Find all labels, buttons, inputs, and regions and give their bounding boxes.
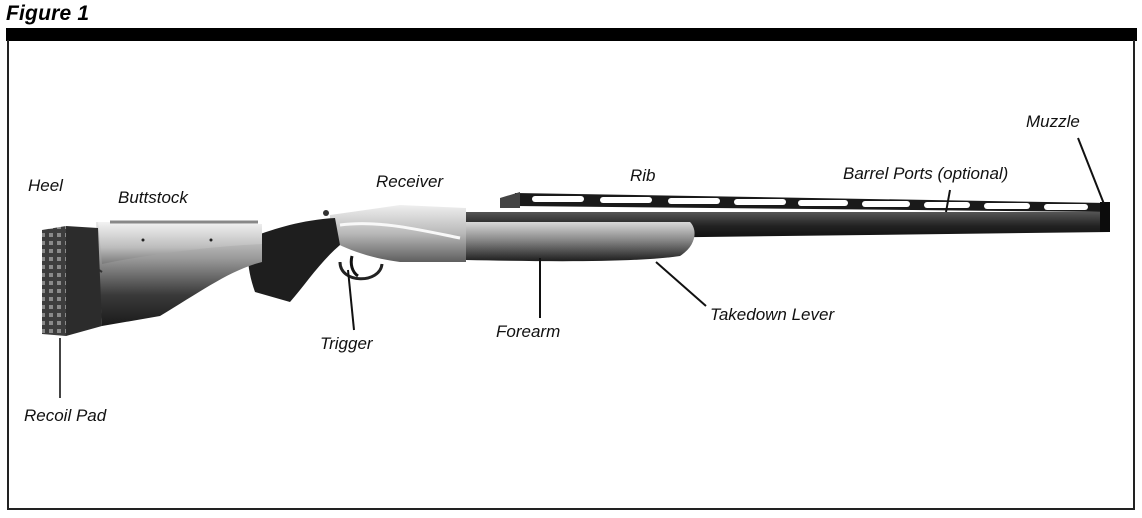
trigger-guard (338, 261, 384, 281)
receiver (330, 205, 466, 262)
label-takedown-lever: Takedown Lever (710, 305, 835, 324)
label-heel: Heel (28, 176, 63, 195)
pistol-grip (247, 218, 340, 302)
trigger-leader (347, 269, 355, 331)
trigger (349, 255, 359, 278)
takedown-lever-leader (655, 261, 707, 307)
label-forearm: Forearm (496, 322, 561, 341)
label-buttstock: Buttstock (118, 188, 188, 207)
figure-title: Figure 1 (6, 2, 90, 25)
label-recoil-pad: Recoil Pad (24, 406, 107, 425)
muzzle-end (1100, 202, 1110, 232)
label-muzzle: Muzzle (1026, 112, 1080, 131)
label-barrel-ports: Barrel Ports (optional) (843, 164, 1009, 183)
figure-frame (7, 40, 1135, 510)
title-rule (6, 28, 1137, 41)
label-rib: Rib (630, 166, 656, 185)
label-receiver: Receiver (376, 172, 444, 191)
barrel-ports-leader (945, 189, 951, 213)
recoil-pad (42, 226, 71, 336)
label-trigger: Trigger (320, 334, 373, 353)
adjustable-comb (98, 222, 262, 264)
forearm (466, 222, 695, 262)
muzzle-leader (1077, 137, 1105, 205)
